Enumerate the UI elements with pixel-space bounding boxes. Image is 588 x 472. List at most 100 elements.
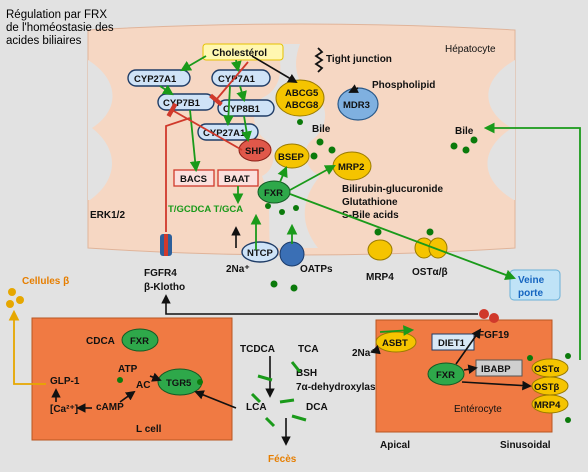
- bile-right-label: Bile: [455, 126, 474, 137]
- svg-text:BAAT: BAAT: [224, 174, 250, 185]
- glp1-label: GLP-1: [50, 376, 80, 387]
- beta-cells: [6, 288, 24, 308]
- cyp27a1-top-node: CYP27A1: [127, 69, 191, 87]
- osta-node: OSTα: [531, 358, 569, 378]
- svg-text:FXR: FXR: [130, 336, 149, 347]
- right-sinusoid-notch: [487, 60, 515, 200]
- mrp4-liver-label: MRP4: [366, 272, 394, 283]
- fxr-enterocyte-node: FXR: [427, 362, 465, 386]
- svg-text:ASBT: ASBT: [382, 338, 408, 349]
- fgf19-label: FGF19: [478, 330, 510, 341]
- svg-text:OSTβ: OSTβ: [534, 382, 560, 393]
- abcg5-abcg8-node: ABCG5 ABCG8: [275, 79, 325, 117]
- tgr5-node: TGR5: [157, 368, 203, 396]
- svg-text:IBABP: IBABP: [481, 364, 511, 375]
- ntcp-node: NTCP: [241, 241, 279, 263]
- bsh-label: BSH: [296, 368, 317, 379]
- ost-liver-node: [414, 237, 448, 259]
- glutathione-label: Glutathione: [342, 197, 398, 208]
- tgcdca-label: T/GCDCA T/GCA: [168, 204, 243, 215]
- tcdca-label: TCDCA: [240, 344, 275, 355]
- diet1-node: DIET1: [431, 333, 475, 351]
- veine-porte-box: [509, 269, 561, 301]
- left-sinusoid-notch: [88, 60, 113, 200]
- mrp4-enterocyte-node: MRP4: [531, 394, 569, 414]
- fgfr4-receptor: [160, 234, 172, 256]
- cyp27a1-mid-node: CYP27A1: [197, 123, 259, 141]
- liver-green-arrows: [159, 55, 581, 360]
- fgfr4-label: FGFR4: [144, 268, 177, 279]
- cholesterol-label: Cholestérol: [212, 48, 267, 59]
- black-arrows: [51, 55, 532, 446]
- fgf19-dots: [479, 309, 499, 323]
- bile-acid-dots: [117, 119, 571, 423]
- oatps-node: [279, 241, 305, 267]
- cdca-label: CDCA: [86, 336, 115, 347]
- svg-text:MRP4: MRP4: [534, 400, 561, 411]
- dca-label: DCA: [306, 402, 328, 413]
- cyp7a1-node: CYP7A1: [211, 69, 271, 87]
- na-liver-label: 2Na⁺: [226, 264, 250, 275]
- svg-text:CYP7B1: CYP7B1: [163, 98, 201, 109]
- sinusoidal-label: Sinusoidal: [500, 440, 551, 451]
- mrp4-liver-node: [367, 239, 393, 261]
- shp-node: SHP: [238, 138, 272, 162]
- feces-label: Fécès: [268, 454, 297, 465]
- svg-text:CYP27A1: CYP27A1: [203, 128, 246, 139]
- cellules-beta-label: Cellules β: [22, 276, 69, 287]
- bsep-node: BSEP: [274, 143, 310, 169]
- svg-text:OSTα: OSTα: [534, 364, 560, 375]
- camp-label: cAMP: [96, 402, 124, 413]
- asbt-node: ASBT: [375, 331, 417, 353]
- lca-label: LCA: [246, 402, 267, 413]
- title-line-3: acides biliaires: [6, 35, 82, 47]
- svg-text:SHP: SHP: [245, 146, 265, 157]
- dehydroxylase-label: 7α-dehydroxylase: [296, 382, 382, 393]
- ostb-node: OSTβ: [531, 376, 569, 396]
- oatps-label: OATPs: [300, 264, 333, 275]
- fxr-liver-node: FXR: [257, 180, 291, 204]
- bacs-node: BACS: [173, 169, 215, 187]
- ibabp-node: IBABP: [475, 359, 523, 377]
- klotho-label: β-Klotho: [144, 282, 185, 293]
- lumen-to-asbt-arrow: [379, 325, 415, 336]
- svg-text:CYP7A1: CYP7A1: [218, 74, 256, 85]
- svg-text:CYP8B1: CYP8B1: [223, 104, 261, 115]
- na-int-label: 2Na⁺: [352, 348, 376, 359]
- mrp2-node: MRP2: [332, 151, 372, 181]
- cyp7b1-node: CYP7B1: [157, 93, 215, 111]
- title-line-2: de l'homéostasie des: [6, 22, 114, 34]
- veine-label: Veine: [518, 275, 545, 286]
- ost-liver-label: OSTα/β: [412, 267, 448, 278]
- tca-label: TCA: [298, 344, 319, 355]
- hepatocyte-label: Hépatocyte: [445, 44, 496, 55]
- erk-label: ERK1/2: [90, 210, 125, 221]
- lumen-bile-acid-dashes: [250, 361, 307, 428]
- ac-label: AC: [136, 380, 150, 391]
- apical-label: Apical: [380, 440, 410, 451]
- enterocyte-label: Entérocyte: [454, 404, 502, 415]
- svg-text:ABCG8: ABCG8: [285, 100, 318, 111]
- cholesterol-box: [202, 43, 284, 61]
- svg-text:NTCP: NTCP: [247, 248, 274, 259]
- bilirubin-label: Bilirubin-glucuronide: [342, 184, 444, 195]
- svg-text:FXR: FXR: [436, 370, 455, 381]
- tight-junction-label: Tight junction: [326, 54, 392, 65]
- fxr-l-node: FXR: [121, 328, 159, 352]
- tight-junction-zigzag: [314, 47, 324, 73]
- atp-label: ATP: [118, 364, 138, 375]
- bile-center-label: Bile: [312, 124, 331, 135]
- glp1-to-beta-arrow: [8, 309, 46, 385]
- title-line-1: Régulation par FRX: [6, 9, 107, 21]
- svg-text:FXR: FXR: [264, 188, 283, 199]
- s-bile-acids-label: S-Bile acids: [342, 210, 399, 221]
- liver-red-inhibitions: [165, 61, 249, 232]
- svg-text:ABCG5: ABCG5: [285, 88, 319, 99]
- svg-text:MRP2: MRP2: [338, 162, 364, 173]
- svg-text:BACS: BACS: [180, 174, 207, 185]
- ca-label: [Ca²⁺]: [50, 404, 78, 415]
- svg-text:MDR3: MDR3: [343, 100, 370, 111]
- mdr3-node: MDR3: [337, 87, 379, 121]
